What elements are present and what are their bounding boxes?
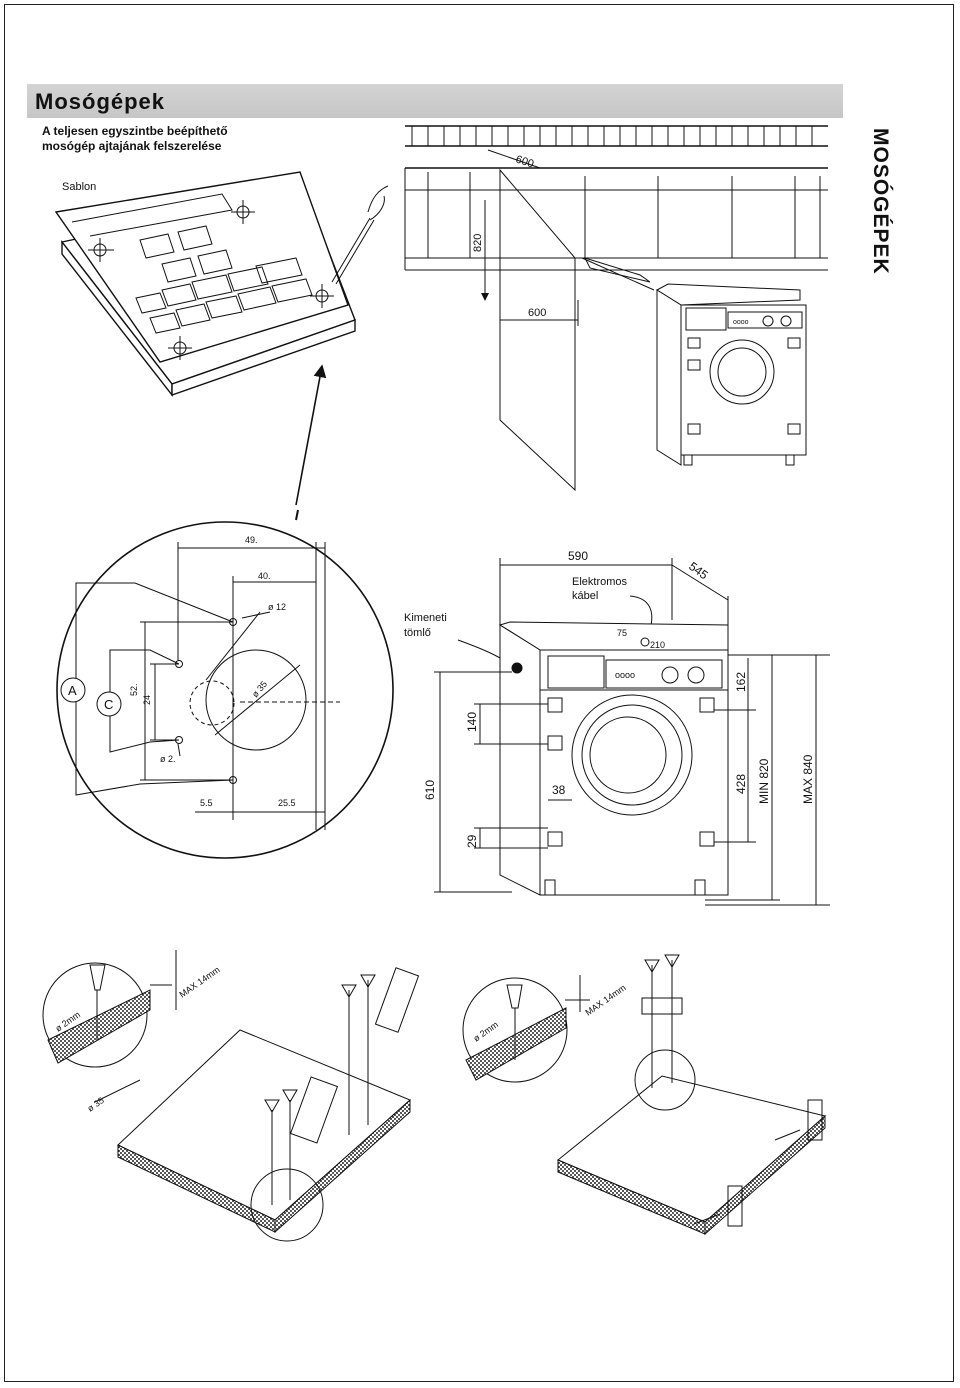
- cabinet-width-label: 600: [528, 307, 546, 319]
- svg-text:ø 35: ø 35: [250, 679, 269, 699]
- svg-text:38: 38: [552, 783, 566, 797]
- hose-label-2: tömlő: [404, 627, 431, 639]
- header-bar: Mosógépek: [27, 84, 843, 118]
- svg-text:oooo: oooo: [615, 670, 635, 680]
- svg-text:49.: 49.: [245, 535, 258, 545]
- svg-text:ø 2.: ø 2.: [160, 754, 176, 764]
- svg-text:MAX 14mm: MAX 14mm: [177, 964, 221, 999]
- svg-text:52.: 52.: [129, 683, 139, 696]
- svg-text:oooo: oooo: [733, 319, 749, 326]
- template-label: Sablon: [62, 181, 96, 193]
- svg-text:24: 24: [142, 695, 152, 705]
- page-title: Mosógépek: [35, 89, 166, 114]
- svg-text:MIN 820: MIN 820: [757, 758, 771, 804]
- svg-text:29: 29: [465, 834, 479, 848]
- cabinet-height-label: 820: [472, 234, 484, 252]
- caption: A teljesen egyszintbe beépíthető mosógép…: [42, 124, 228, 154]
- hinge-detail: 49. 40. ø 35 ø 12 52. 24 ø 2. 5.5 25.5: [56, 521, 394, 859]
- door-mounting-right: MAX 14mm ø 2mm: [462, 954, 827, 1236]
- svg-text:MAX 840: MAX 840: [801, 754, 815, 804]
- template-drawing: Sablon: [54, 171, 389, 521]
- width-label: 590: [568, 549, 588, 563]
- hose-label-1: Kimeneti: [404, 612, 447, 624]
- label-c: C: [104, 697, 113, 712]
- label-a: A: [68, 683, 77, 698]
- svg-text:MAX 14mm: MAX 14mm: [583, 982, 627, 1017]
- svg-text:25.5: 25.5: [278, 798, 296, 808]
- svg-text:428: 428: [734, 774, 748, 794]
- svg-text:610: 610: [423, 780, 437, 800]
- cabinet-drawing: 600 820 600 oooo: [404, 125, 828, 492]
- svg-text:162: 162: [734, 672, 748, 692]
- cable-label-1: Elektromos: [572, 576, 628, 588]
- svg-text:140: 140: [465, 712, 479, 732]
- caption-line-2: mosógép ajtajának felszerelése: [42, 139, 222, 153]
- svg-text:75: 75: [617, 628, 627, 638]
- machine-dimensions: 590 545 Elektromos kábel Kimeneti tömlő …: [404, 549, 830, 906]
- svg-text:210: 210: [650, 640, 665, 650]
- cabinet-depth-label: 600: [514, 153, 535, 170]
- cable-label-2: kábel: [572, 590, 598, 602]
- page-frame: [4, 4, 954, 1382]
- side-title: MOSÓGÉPEK: [869, 128, 892, 275]
- door-mounting-left: MAX 14mm ø 2mm ø 35: [42, 950, 420, 1242]
- svg-text:ø 12: ø 12: [268, 602, 286, 612]
- depth-label: 545: [686, 559, 711, 582]
- caption-line-1: A teljesen egyszintbe beépíthető: [42, 124, 228, 138]
- svg-text:5.5: 5.5: [200, 798, 213, 808]
- svg-text:40.: 40.: [258, 571, 271, 581]
